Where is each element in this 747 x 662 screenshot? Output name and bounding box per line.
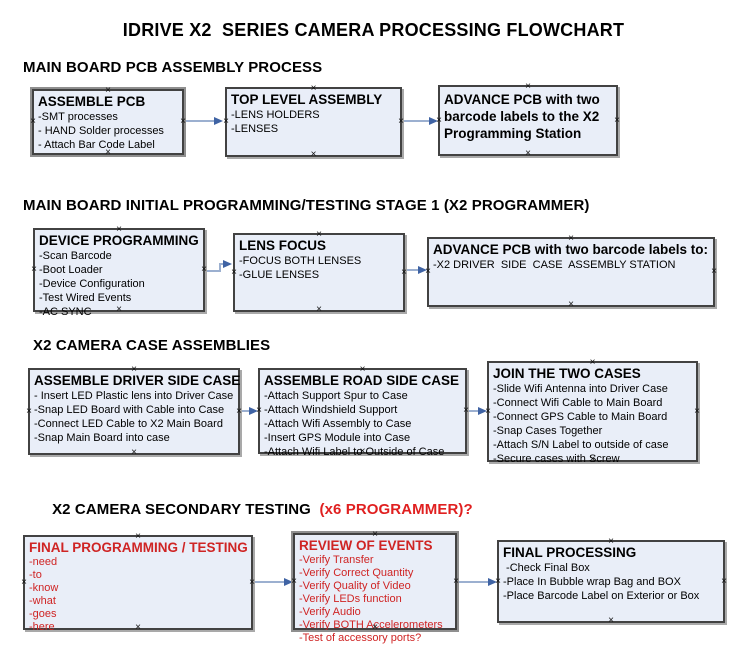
box-device-programming: DEVICE PROGRAMMING -Scan Barcode -Boot L… — [31, 225, 207, 319]
box-item: -Connect LED Cable to X2 Main Board — [34, 418, 223, 430]
box-item: -Verify Transfer — [299, 554, 374, 566]
box-item: -goes — [29, 608, 57, 620]
box-item: -Scan Barcode — [39, 250, 112, 262]
box-item: -Verify BOTH Accelerometers — [299, 619, 443, 631]
box-item: -Attach Windshield Support — [264, 404, 398, 416]
box-item: -Slide Wifi Antenna into Driver Case — [493, 383, 668, 395]
box-item: -need — [29, 556, 58, 568]
box-title: ADVANCE PCB with two barcode labels to: — [433, 242, 709, 257]
box-item: -Test of accessory ports? — [299, 632, 422, 644]
box-item: -Attach Wifi Assembly to Case — [264, 418, 412, 430]
box-item: - HAND Solder processes — [38, 125, 164, 137]
box-title: FINAL PROCESSING — [503, 545, 637, 560]
box-item: -Verify Correct Quantity — [299, 567, 414, 579]
section-heading-pcb-assembly: MAIN BOARD PCB ASSEMBLY PROCESS — [23, 59, 323, 76]
box-final-programming-testing: FINAL PROGRAMMING / TESTING -need -to -k… — [21, 532, 255, 634]
box-item: -Boot Loader — [39, 264, 103, 276]
section-heading-secondary-testing: X2 CAMERA SECONDARY TESTING (x6 PROGRAMM… — [35, 484, 473, 535]
box-item: -Attach Wifi Label to Outside of Case — [264, 446, 445, 458]
box-title: ASSEMBLE ROAD SIDE CASE — [264, 373, 460, 388]
box-item: -Attach S/N Label to outside of case — [493, 439, 669, 451]
box-item: -here — [29, 621, 55, 633]
box-title: DEVICE PROGRAMMING — [39, 233, 199, 248]
section-heading-secondary-testing-red: (x6 PROGRAMMER)? — [315, 501, 473, 518]
box-lens-focus: LENS FOCUS -FOCUS BOTH LENSES -GLUE LENS… — [231, 230, 407, 315]
box-item: -Device Configuration — [39, 278, 145, 290]
box-item: -know — [29, 582, 59, 594]
box-item: -Verify Quality of Video — [299, 580, 411, 592]
section-heading-case-assemblies: X2 CAMERA CASE ASSEMBLIES — [33, 337, 271, 354]
box-item: - Insert LED Plastic lens into Driver Ca… — [34, 390, 234, 402]
box-item: -AC SYNC — [39, 306, 92, 318]
box-final-processing: FINAL PROCESSING -Check Final Box -Place… — [495, 537, 727, 626]
box-assemble-road-side-case: ASSEMBLE ROAD SIDE CASE -Attach Support … — [256, 365, 469, 459]
box-item: -LENS HOLDERS — [231, 109, 320, 121]
box-item: -Snap LED Board with Cable into Case — [34, 404, 225, 416]
box-title: JOIN THE TWO CASES — [493, 366, 641, 381]
box-join-the-two-cases: JOIN THE TWO CASES -Slide Wifi Antenna i… — [485, 358, 700, 466]
box-item: -Place Barcode Label on Exterior or Box — [503, 590, 700, 602]
box-review-of-events: REVIEW OF EVENTS -Verify Transfer -Verif… — [291, 530, 459, 644]
box-assemble-driver-side-case: ASSEMBLE DRIVER SIDE CASE - Insert LED P… — [26, 365, 242, 458]
box-item: -X2 DRIVER SIDE CASE ASSEMBLY STATION — [433, 259, 676, 271]
arrow-device-to-lensfocus — [206, 260, 232, 272]
box-title: ASSEMBLE PCB — [38, 94, 146, 109]
box-item: -Snap Cases Together — [493, 425, 603, 437]
box-title: LENS FOCUS — [239, 238, 327, 253]
box-item: -Test Wired Events — [39, 292, 132, 304]
box-item: -Attach Support Spur to Case — [264, 390, 408, 402]
box-item: -Connect Wifi Cable to Main Board — [493, 397, 663, 409]
box-title: ADVANCE PCB with two barcode labels to t… — [444, 92, 600, 141]
box-assemble-pcb: ASSEMBLE PCB -SMT processes - HAND Solde… — [30, 86, 186, 158]
box-item: - Attach Bar Code Label — [38, 139, 155, 151]
box-item: -Snap Main Board into case — [34, 432, 170, 444]
box-title: REVIEW OF EVENTS — [299, 538, 433, 553]
flowchart-title: IDRIVE X2 SERIES CAMERA PROCESSING FLOWC… — [122, 20, 625, 40]
box-item: -Insert GPS Module into Case — [264, 432, 411, 444]
box-item: -Verify Audio — [299, 606, 361, 618]
box-item: -Secure cases with Screw — [493, 453, 620, 465]
box-item: -what — [29, 595, 56, 607]
box-item: -FOCUS BOTH LENSES — [239, 255, 362, 267]
box-item: -Verify LEDs function — [299, 593, 402, 605]
section-heading-secondary-testing-black: X2 CAMERA SECONDARY TESTING — [52, 501, 316, 518]
box-advance-pcb-programming-station: ADVANCE PCB with two barcode labels to t… — [436, 82, 620, 159]
box-item: -LENSES — [231, 123, 279, 135]
box-item: -Connect GPS Cable to Main Board — [493, 411, 668, 423]
box-title: TOP LEVEL ASSEMBLY — [231, 92, 383, 107]
section-heading-initial-programming: MAIN BOARD INITIAL PROGRAMMING/TESTING S… — [23, 197, 590, 214]
box-item: -to — [29, 569, 42, 581]
box-item: -GLUE LENSES — [239, 269, 320, 281]
box-advance-pcb-driver-side-station: ADVANCE PCB with two barcode labels to: … — [425, 234, 717, 310]
box-title: FINAL PROGRAMMING / TESTING — [29, 540, 248, 555]
box-top-level-assembly: TOP LEVEL ASSEMBLY -LENS HOLDERS -LENSES… — [223, 84, 404, 160]
box-item: -Place In Bubble wrap Bag and BOX — [503, 576, 681, 588]
box-title: ASSEMBLE DRIVER SIDE CASE — [34, 373, 241, 388]
box-item: -Check Final Box — [503, 562, 590, 574]
box-item: -SMT processes — [38, 111, 118, 123]
